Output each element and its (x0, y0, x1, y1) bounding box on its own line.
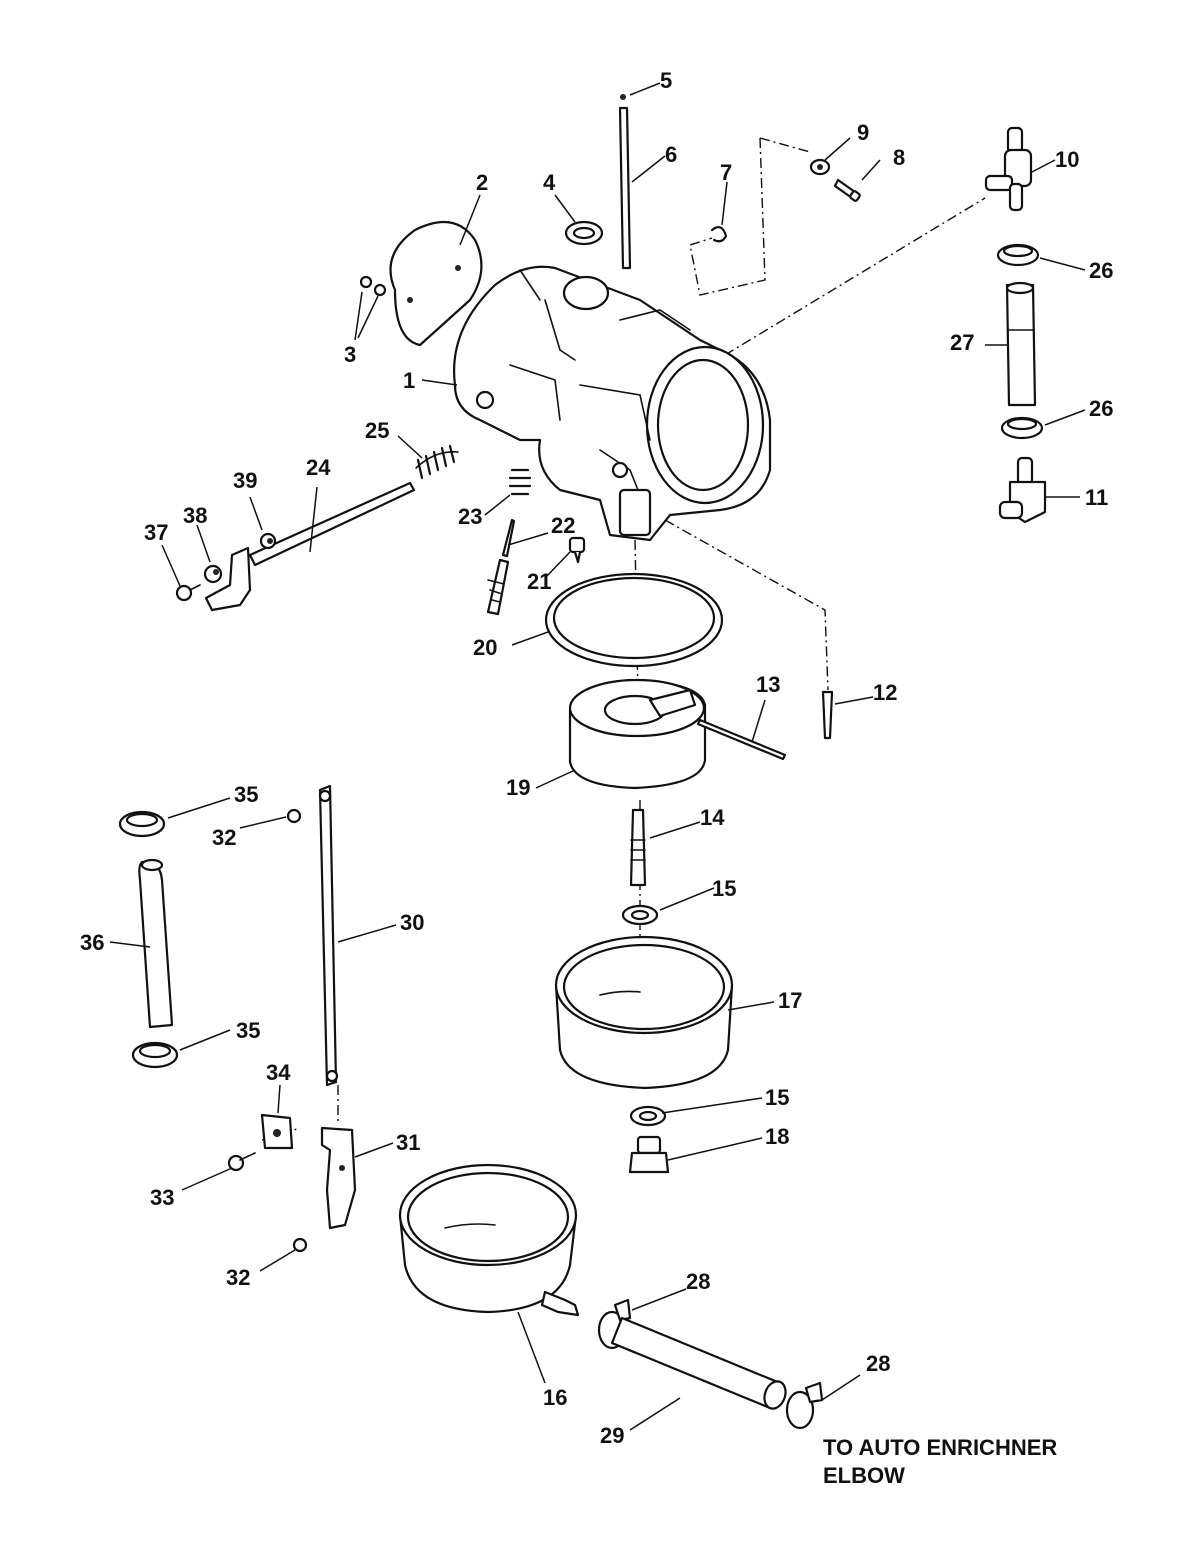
part-17-float-bowl (554, 935, 734, 1090)
part-26-clamp-upper (996, 243, 1040, 267)
part-12-needle (821, 690, 834, 740)
part-10-tee-fitting (984, 126, 1033, 212)
part-15-washer-lower (629, 1105, 667, 1127)
part-6-shaft (618, 106, 632, 270)
callout-33: 33 (150, 1185, 174, 1210)
callout-9: 9 (857, 120, 869, 145)
part-29-hose (610, 1316, 787, 1410)
callout-32-upper: 32 (212, 825, 236, 850)
callout-8: 8 (893, 145, 905, 170)
callout-4: 4 (543, 170, 556, 195)
leader-lines (109, 82, 1086, 1431)
callout-32-lower: 32 (226, 1265, 250, 1290)
part-32-screw-lower (292, 1237, 308, 1253)
part-25-spring (415, 444, 459, 480)
callout-18: 18 (765, 1124, 789, 1149)
part-15-washer-upper (621, 904, 659, 926)
part-28-clamp-left (597, 1298, 632, 1350)
destination-note-line-2: ELBOW (823, 1463, 905, 1488)
part-30-link-rod (318, 784, 339, 1087)
callout-labels: 1 2 3 4 5 6 7 8 9 10 11 12 13 14 15 15 1… (80, 68, 1113, 1448)
part-21-screw (568, 536, 586, 564)
callout-2: 2 (476, 170, 488, 195)
callout-13: 13 (756, 672, 780, 697)
part-2-cover-plate (389, 220, 483, 347)
callout-39: 39 (233, 468, 257, 493)
part-20-gasket-ring (544, 572, 724, 668)
callout-34: 34 (266, 1060, 291, 1085)
part-14-needle-valve (629, 808, 647, 887)
part-28-clamp-right (785, 1381, 824, 1430)
part-27-hose (1005, 281, 1037, 407)
part-13-pin (696, 718, 787, 761)
callout-26-lower: 26 (1089, 396, 1113, 421)
callout-15-lower: 15 (765, 1085, 789, 1110)
callout-19: 19 (506, 775, 530, 800)
part-32-screw-upper (286, 808, 302, 824)
callout-29: 29 (600, 1423, 624, 1448)
callout-7: 7 (720, 160, 732, 185)
callout-28-right: 28 (866, 1351, 890, 1376)
part-9-nut (809, 158, 831, 176)
callout-16: 16 (543, 1385, 567, 1410)
callout-1: 1 (403, 368, 415, 393)
callout-14: 14 (700, 805, 725, 830)
part-3-screws (359, 275, 387, 297)
callout-24: 24 (306, 455, 331, 480)
callout-10: 10 (1055, 147, 1079, 172)
part-37-screw (175, 584, 201, 602)
callout-35-lower: 35 (236, 1018, 260, 1043)
destination-note: TO AUTO ENRICHNER ELBOW (823, 1434, 1057, 1490)
part-5-pin (620, 94, 626, 100)
callout-12: 12 (873, 680, 897, 705)
part-8-screw (833, 178, 861, 202)
callout-21: 21 (527, 569, 551, 594)
callout-20: 20 (473, 635, 497, 660)
callout-22: 22 (551, 513, 575, 538)
callout-23: 23 (458, 504, 482, 529)
callout-31: 31 (396, 1130, 420, 1155)
callout-36: 36 (80, 930, 104, 955)
part-23-spring (508, 468, 532, 496)
part-1-carburetor-body (453, 265, 772, 542)
callout-35-upper: 35 (234, 782, 258, 807)
part-4-o-ring (564, 220, 604, 246)
part-24-throttle-shaft (204, 481, 416, 612)
callout-38: 38 (183, 503, 207, 528)
part-38-ball (203, 564, 223, 584)
part-7-clip (710, 226, 728, 243)
part-39-nut (259, 532, 277, 550)
callout-27: 27 (950, 330, 974, 355)
part-22-needle-screw (486, 518, 516, 616)
part-35-clamp-lower (131, 1041, 179, 1069)
part-18-drain-plug (628, 1135, 670, 1174)
callout-5: 5 (660, 68, 672, 93)
callout-6: 6 (665, 142, 677, 167)
callout-3: 3 (344, 342, 356, 367)
part-16-lower-bowl (398, 1163, 580, 1317)
callout-25: 25 (365, 418, 389, 443)
callout-17: 17 (778, 988, 802, 1013)
callout-28-left: 28 (686, 1269, 710, 1294)
part-31-lever (320, 1126, 357, 1230)
destination-note-line-1: TO AUTO ENRICHNER (823, 1435, 1058, 1460)
callout-26-upper: 26 (1089, 258, 1113, 283)
part-11-elbow-fitting (998, 456, 1047, 524)
part-36-hose (138, 858, 174, 1029)
callout-15-upper: 15 (712, 876, 736, 901)
part-35-clamp-upper (118, 810, 166, 838)
callout-37: 37 (144, 520, 168, 545)
part-19-float (568, 678, 707, 790)
callout-30: 30 (400, 910, 424, 935)
part-34-square-nut (260, 1113, 294, 1150)
callout-11: 11 (1085, 485, 1108, 510)
part-26-clamp-lower (1000, 416, 1044, 440)
part-33-screw (227, 1152, 256, 1172)
